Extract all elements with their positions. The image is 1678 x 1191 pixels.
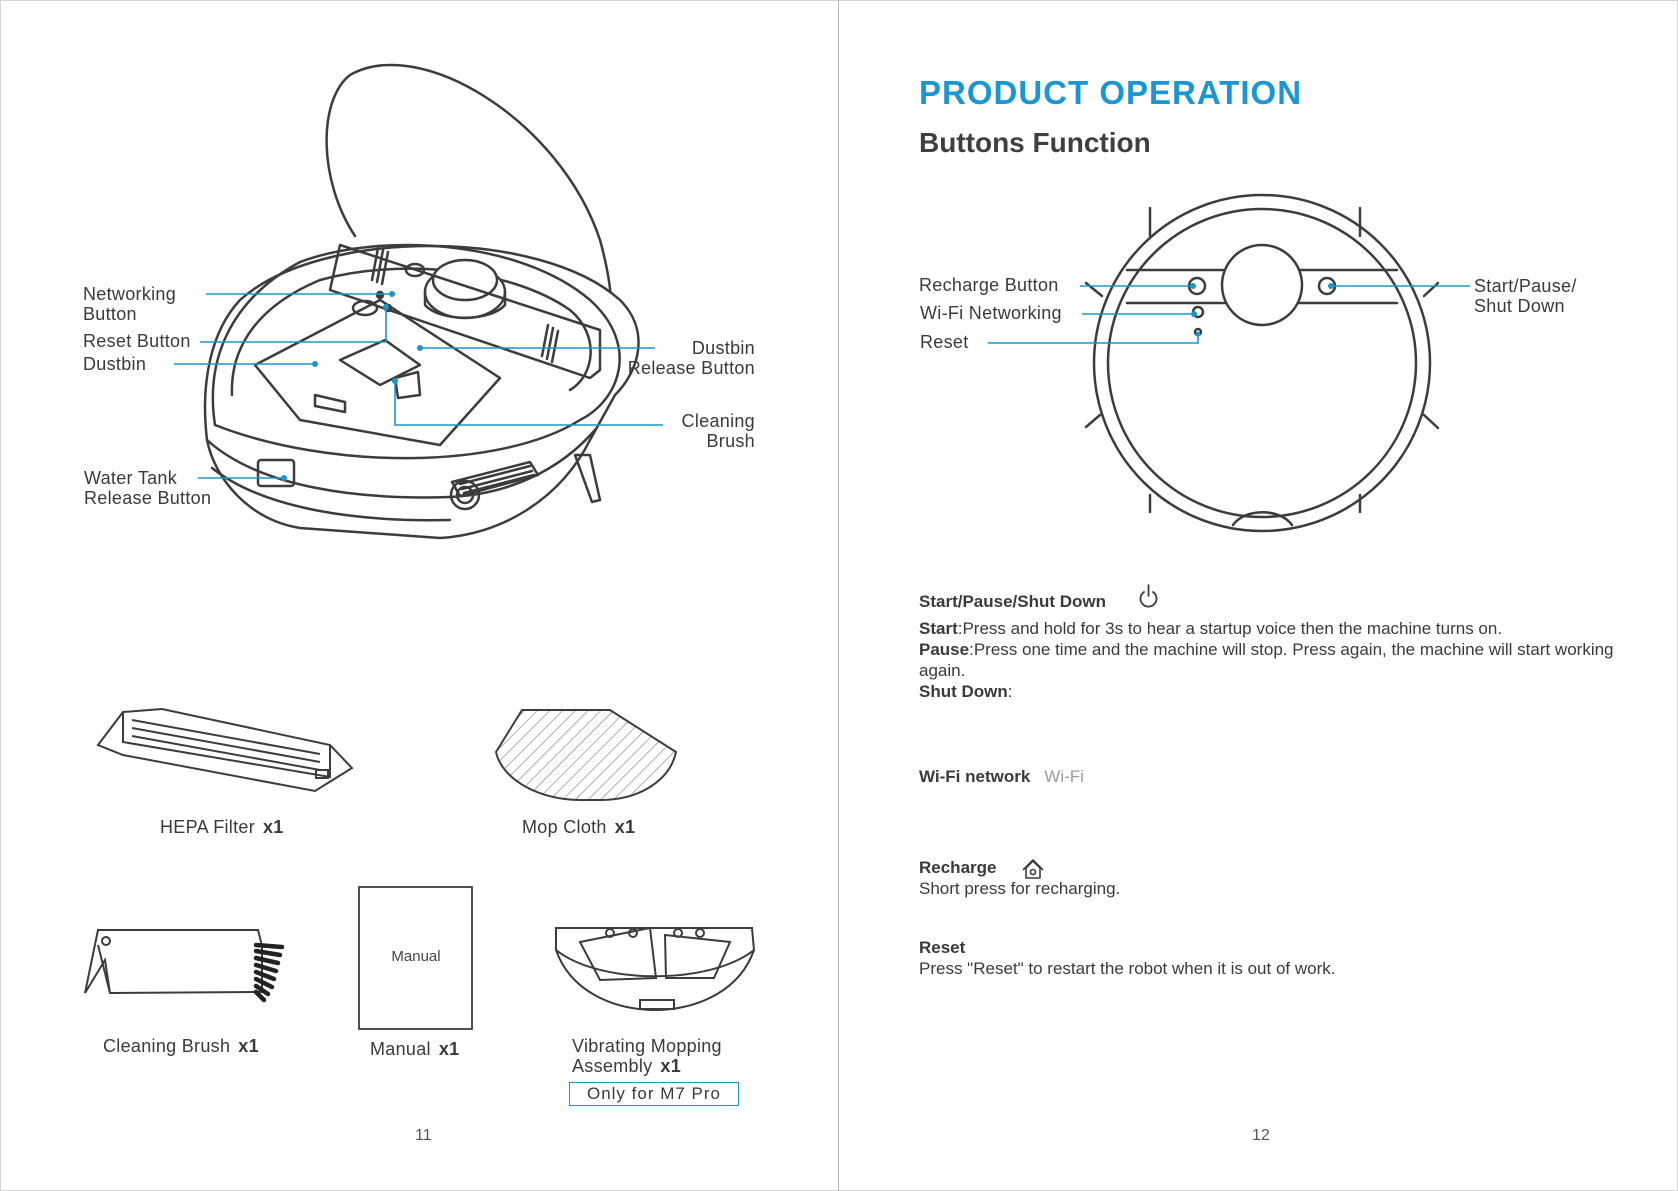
mopping-assembly-illustration [555, 926, 756, 1011]
callout-wifi-networking: Wi-Fi Networking [920, 303, 1062, 323]
start-label: Start [919, 619, 958, 638]
caption-mop-cloth: Mop Cloth x1 [522, 817, 635, 837]
page-title: PRODUCT OPERATION [919, 74, 1303, 111]
callout-start-pause: Start/Pause/ Shut Down [1474, 276, 1577, 316]
section-body: Short press for recharging. [919, 879, 1121, 898]
model-badge: Only for M7 Pro [569, 1082, 739, 1106]
caption-manual: Manual x1 [370, 1039, 459, 1059]
shutdown-label: Shut Down [919, 682, 1008, 701]
page-subtitle: Buttons Function [919, 127, 1151, 158]
accessory-qty: x1 [660, 1056, 682, 1076]
manual-cover-text: Manual [391, 948, 441, 965]
section-title: Recharge [919, 858, 997, 877]
callout-dustbin-release: Dustbin Release Button [627, 338, 755, 378]
callout-reset-button: Reset Button [83, 331, 191, 351]
accessory-name: Mop Cloth [522, 817, 607, 837]
accessory-name: Cleaning Brush [103, 1036, 231, 1056]
start-text: :Press and hold for 3s to hear a startup… [957, 619, 1503, 638]
section-wifi: Wi-Fi network Wi-Fi [919, 766, 1619, 787]
callout-reset: Reset [920, 332, 969, 352]
section-reset: Reset Press "Reset" to restart the robot… [919, 937, 1619, 979]
section-title: Reset [919, 938, 966, 957]
right-page: PRODUCT OPERATION Buttons Function [840, 0, 1678, 1191]
robot-top-view-illustration [988, 193, 1470, 879]
caption-hepa-filter: HEPA Filter x1 [160, 817, 284, 837]
accessory-name: HEPA Filter [160, 817, 255, 837]
pause-text: :Press one time and the machine will sto… [919, 640, 1614, 680]
wifi-suffix: Wi-Fi [1044, 767, 1084, 786]
accessory-qty: x1 [438, 1039, 460, 1059]
hepa-filter-illustration [96, 707, 354, 793]
callout-water-tank-release: Water Tank Release Button [84, 468, 212, 508]
section-title: Wi-Fi network [919, 767, 1031, 786]
accessory-qty: x1 [263, 817, 284, 837]
cleaning-brush-illustration [84, 929, 263, 995]
section-start-pause: Start/Pause/Shut Down [919, 591, 1619, 612]
callout-networking-button: Networking Button [83, 284, 177, 324]
page-spine [838, 0, 839, 1191]
callout-dustbin: Dustbin [83, 354, 147, 374]
power-icon [1139, 584, 1158, 608]
section-title: Start/Pause/Shut Down [919, 592, 1107, 611]
accessory-qty: x1 [614, 817, 636, 837]
accessory-name: Manual [370, 1039, 431, 1059]
shutdown-text: : [1007, 682, 1013, 701]
brush-bristles [253, 942, 285, 1003]
home-icon [1022, 859, 1044, 879]
callout-cleaning-brush: Cleaning Brush [681, 411, 755, 451]
manual-illustration [358, 886, 473, 1030]
robot-open-lid-illustration [84, 63, 756, 1030]
mop-cloth-illustration [494, 709, 678, 801]
section-start-body: Start:Press and hold for 3s to hear a st… [919, 618, 1619, 702]
accessory-name: Vibrating Mopping Assembly [572, 1036, 722, 1076]
page-number-right: 12 [1252, 1127, 1270, 1144]
caption-cleaning-brush: Cleaning Brush x1 [103, 1036, 259, 1056]
left-page: Networking Button Reset Button Dustbin W… [83, 63, 756, 1144]
callout-recharge-button: Recharge Button [919, 275, 1059, 295]
section-recharge: Recharge Short press for recharging. [919, 857, 1619, 899]
pause-label: Pause [919, 640, 970, 659]
section-body: Press "Reset" to restart the robot when … [919, 959, 1336, 978]
accessory-qty: x1 [238, 1036, 259, 1056]
page-number-left: 11 [415, 1127, 432, 1144]
